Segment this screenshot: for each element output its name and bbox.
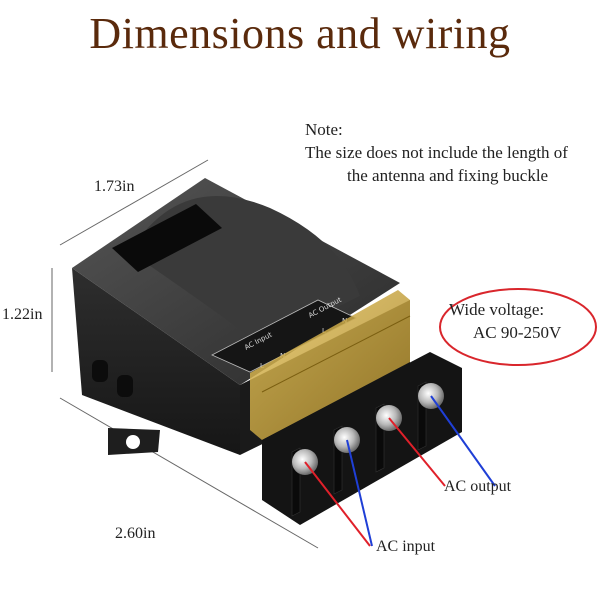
input-neutral-wire: [346, 439, 373, 547]
indicator-window: [112, 204, 222, 272]
input-l-label: L: [260, 362, 264, 370]
voltage-callout-oval: [439, 288, 597, 366]
ac-output-wire-label: AC output: [444, 478, 512, 495]
output-neutral-wire: [430, 395, 496, 487]
ac-input-wire-label: AC input: [376, 538, 436, 555]
terminal-block: [262, 352, 462, 525]
voltage-line-2: AC 90-250V: [473, 323, 562, 342]
terminal-cover: [250, 290, 410, 440]
dimension-lines: [51, 159, 319, 549]
housing-left-face: [72, 268, 240, 455]
note-heading: Note:: [305, 120, 343, 139]
length-dimension-line: [59, 397, 319, 549]
cover-ridge: [261, 315, 411, 393]
side-slot: [92, 360, 108, 382]
mounting-hole: [126, 435, 140, 449]
voltage-line-1: Wide voltage:: [449, 300, 545, 319]
side-slot: [117, 375, 133, 397]
output-live-wire: [388, 417, 446, 487]
note-line-2: the antenna and fixing buckle: [347, 166, 549, 185]
voltage-callout-text: Wide voltage: AC 90-250V: [449, 298, 589, 344]
note-line-1: The size does not include the length of: [305, 143, 568, 162]
note-block: Note: The size does not include the leng…: [305, 118, 568, 187]
length-dimension-label: 2.60in: [115, 525, 156, 542]
width-dimension-label: 1.73in: [94, 178, 135, 195]
wires: [304, 395, 496, 547]
input-live-wire: [304, 461, 371, 547]
height-dimension-label: 1.22in: [2, 306, 43, 323]
page-title: Dimensions and wiring: [89, 9, 511, 58]
width-dimension-line: [59, 159, 209, 246]
output-l-label: L: [322, 327, 326, 335]
